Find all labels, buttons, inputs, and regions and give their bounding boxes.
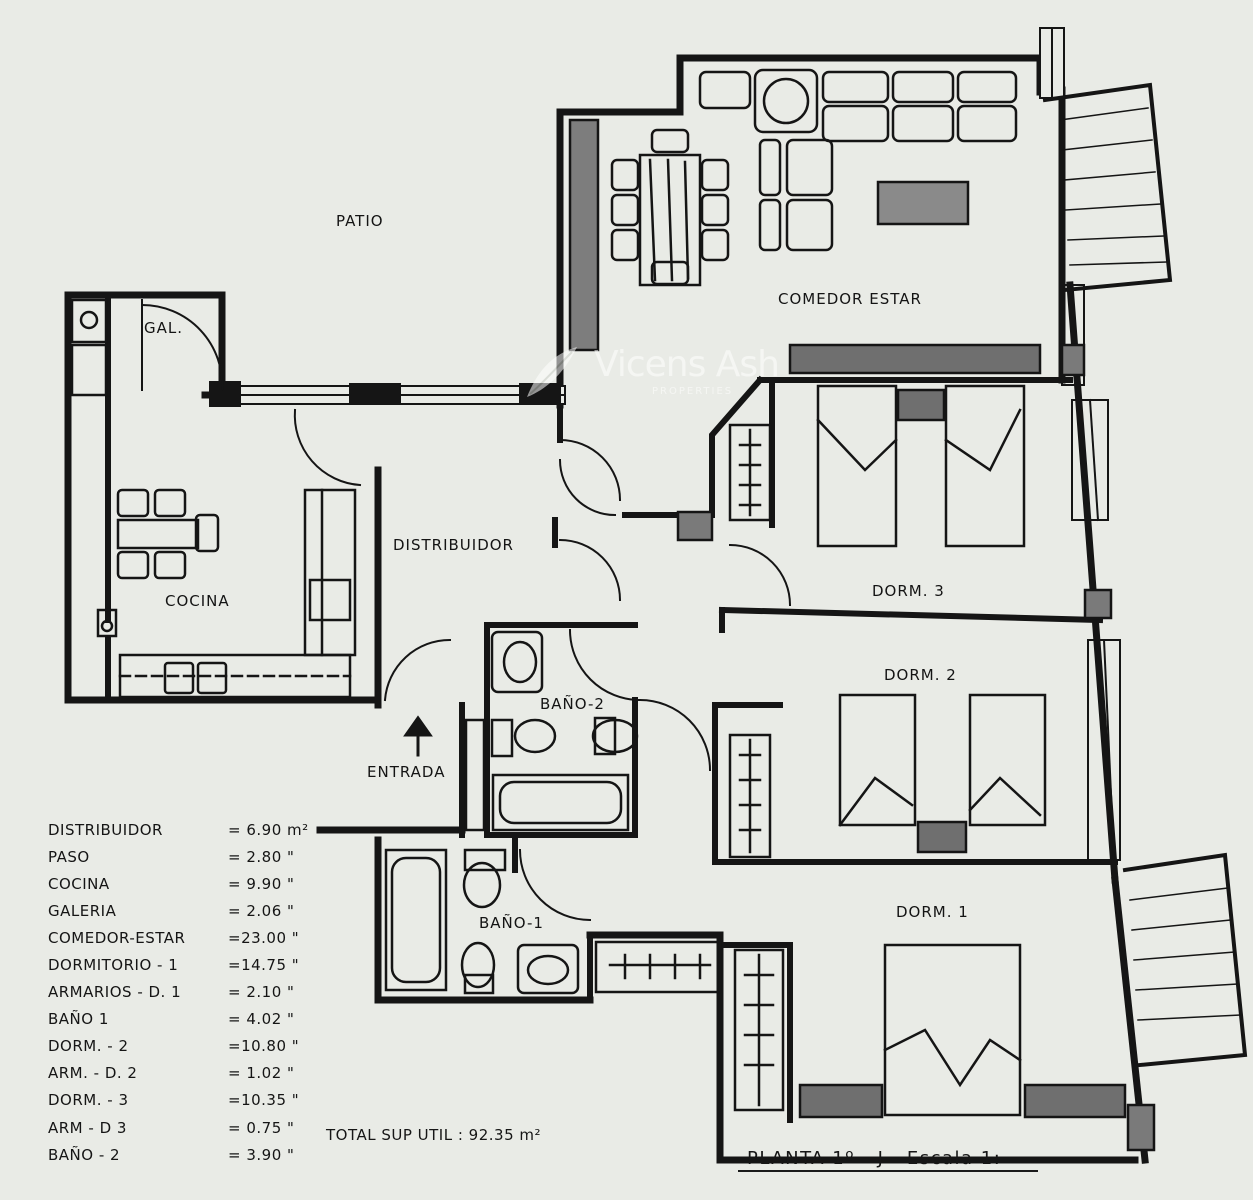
area-value: =10.35 " [228, 1091, 300, 1110]
area-name: ARMARIOS - D. 1 [48, 983, 182, 1002]
area-value: = 0.75 " [228, 1118, 295, 1137]
label-distribuidor: DISTRIBUIDOR [393, 536, 514, 554]
area-row: COMEDOR-ESTAR =23.00 " [48, 924, 378, 951]
windows [209, 27, 1121, 862]
area-name: ARM - D 3 [48, 1118, 127, 1137]
area-row: DORM. - 2 =10.80 " [48, 1033, 378, 1060]
area-name: PASO [48, 847, 90, 866]
area-value: = 4.02 " [228, 1010, 295, 1029]
bathroom-fixtures [384, 630, 639, 995]
label-bano-1: BAÑO-1 [479, 913, 544, 932]
area-name: DORM. - 2 [48, 1037, 129, 1056]
area-table: DISTRIBUIDOR = 6.90 m² PASO = 2.80 " COCIN… [48, 816, 378, 1168]
area-row: DISTRIBUIDOR = 6.90 m² [48, 816, 378, 843]
area-row: COCINA = 9.90 " [48, 870, 378, 897]
label-gal: GAL. [144, 319, 183, 337]
living-furniture [568, 68, 1042, 375]
area-value: = 3.90 " [228, 1145, 295, 1164]
label-cocina: COCINA [165, 592, 230, 610]
area-row: ARMARIOS - D. 1 = 2.10 " [48, 979, 378, 1006]
area-value: = 2.10 " [228, 983, 295, 1002]
watermark-sub: PROPERTIES [652, 386, 734, 397]
bedroom-furniture [594, 343, 1156, 1152]
area-row: DORMITORIO - 1 =14.75 " [48, 951, 378, 978]
area-name: DISTRIBUIDOR [48, 820, 163, 839]
kitchen-furniture [70, 298, 357, 699]
area-value: =23.00 " [228, 928, 300, 947]
label-dorm-2: DORM. 2 [884, 666, 957, 684]
label-comedor-estar: COMEDOR ESTAR [778, 290, 922, 308]
area-value: = 2.80 " [228, 847, 295, 866]
area-row: GALERIA = 2.06 " [48, 897, 378, 924]
area-row: ARM - D 3 = 0.75 " [48, 1114, 378, 1141]
area-name: COCINA [48, 874, 110, 893]
label-entrada: ENTRADA [367, 763, 445, 781]
area-value: = 2.06 " [228, 901, 295, 920]
area-name: ARM. - D. 2 [48, 1064, 138, 1083]
label-dorm-3: DORM. 3 [872, 582, 945, 600]
label-bano-2: BAÑO-2 [540, 694, 605, 713]
area-name: GALERIA [48, 901, 117, 920]
area-value: = 6.90 m² [228, 820, 309, 839]
area-value: = 1.02 " [228, 1064, 295, 1083]
label-dorm-1: DORM. 1 [896, 903, 969, 921]
plan-title: PLANTA 1º - J - Escala 1: [747, 1148, 1002, 1169]
balcony-top [1042, 82, 1173, 293]
watermark-logo: Vicens Ash PROPERTIES [512, 338, 780, 408]
area-name: DORMITORIO - 1 [48, 956, 179, 975]
door-swings [140, 299, 792, 922]
label-patio: PATIO [336, 212, 384, 230]
area-name: BAÑO 1 [48, 1010, 109, 1029]
leaf-logo-icon [527, 347, 577, 397]
area-row: BAÑO 1 = 4.02 " [48, 1006, 378, 1033]
watermark-name: Vicens Ash [594, 344, 780, 385]
area-value: =10.80 " [228, 1037, 300, 1056]
area-value: =14.75 " [228, 956, 300, 975]
area-name: BAÑO - 2 [48, 1145, 121, 1164]
plan-title-underline [738, 1170, 1038, 1172]
area-row: BAÑO - 2 = 3.90 " [48, 1141, 378, 1168]
balcony-bottom [1122, 852, 1248, 1068]
total-area: TOTAL SUP UTIL : 92.35 m² [326, 1126, 542, 1144]
area-name: DORM. - 3 [48, 1091, 129, 1110]
area-row: ARM. - D. 2 = 1.02 " [48, 1060, 378, 1087]
area-name: COMEDOR-ESTAR [48, 928, 186, 947]
area-value: = 9.90 " [228, 874, 295, 893]
area-row: PASO = 2.80 " [48, 843, 378, 870]
entry-arrow-icon [403, 715, 433, 757]
interior-walls [105, 297, 1118, 1123]
area-row: DORM. - 3 =10.35 " [48, 1087, 378, 1114]
